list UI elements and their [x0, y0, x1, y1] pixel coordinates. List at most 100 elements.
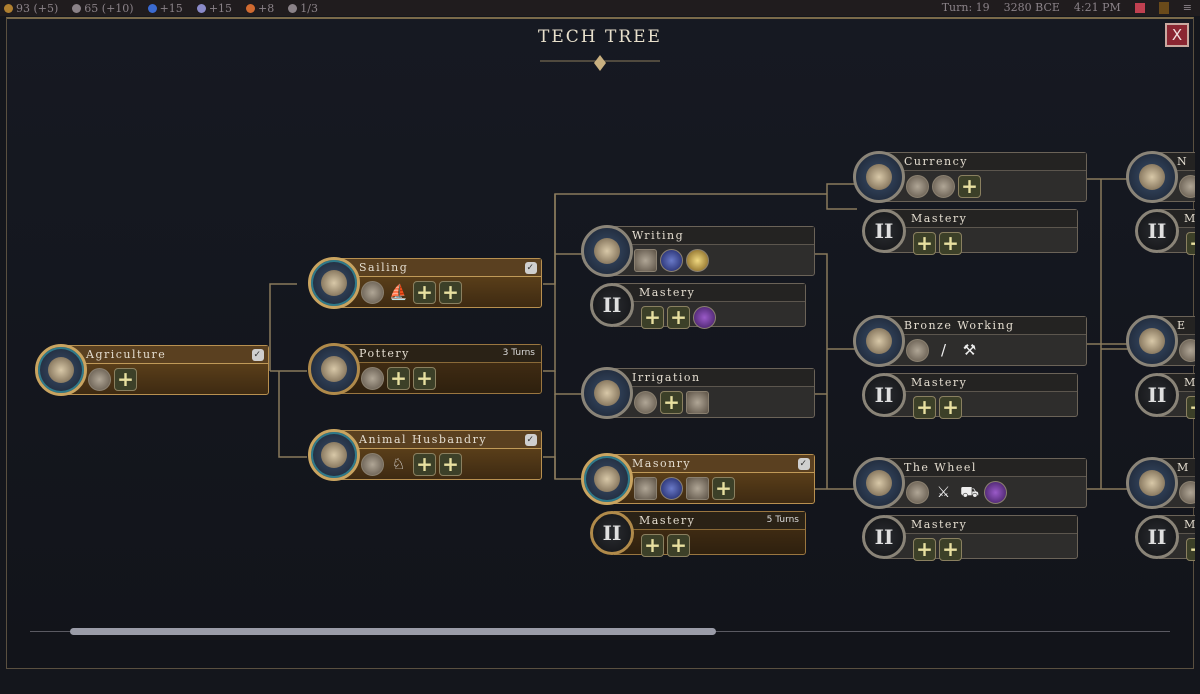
granary-icon[interactable] — [88, 368, 111, 391]
plus-icon[interactable]: + — [712, 477, 735, 500]
tech-card[interactable]: Masonry ✓ + — [607, 454, 815, 504]
chariot-icon[interactable]: ⚔ — [936, 483, 951, 501]
farm-icon[interactable] — [634, 391, 657, 414]
pasture-icon[interactable] — [361, 453, 384, 476]
plus-icon[interactable]: + — [913, 232, 936, 255]
plus-icon[interactable]: + — [939, 538, 962, 561]
plus-icon[interactable]: + — [939, 396, 962, 419]
menu-icon[interactable]: ≡ — [1182, 1, 1192, 14]
mastery-numeral-icon[interactable]: II — [590, 283, 634, 327]
plus-icon[interactable]: + — [413, 453, 436, 476]
tech-node-m-tech[interactable]: M — [1126, 457, 1195, 509]
wonder-icon[interactable] — [984, 481, 1007, 504]
tech-card[interactable]: Animal Husbandry ✓ ♘++ — [334, 430, 542, 480]
tech-node-currency[interactable]: Currency + — [853, 151, 1087, 203]
agriculture-tech-icon[interactable] — [35, 344, 87, 396]
horizontal-scrollbar[interactable] — [30, 628, 1170, 636]
market-icon[interactable] — [906, 175, 929, 198]
plus-icon[interactable]: + — [667, 306, 690, 329]
tech-node-n-tech[interactable]: N — [1126, 151, 1195, 203]
tech-node-the-wheel-mastery[interactable]: II Mastery ++ — [862, 515, 1078, 561]
plus-icon[interactable]: + — [641, 306, 664, 329]
notification-icon[interactable] — [1134, 2, 1145, 13]
help-icon[interactable] — [1158, 1, 1169, 14]
tech-card[interactable]: Agriculture ✓ + — [61, 345, 269, 395]
mastery-numeral-icon[interactable]: II — [1135, 209, 1179, 253]
tech-card[interactable]: Mastery 5 Turns ++ — [614, 511, 806, 557]
tech-card[interactable]: Mastery ++ — [886, 209, 1078, 255]
mastery-numeral-icon[interactable]: II — [1135, 373, 1179, 417]
mastery-numeral-icon[interactable]: II — [862, 373, 906, 417]
plus-icon[interactable]: + — [413, 367, 436, 390]
sailing-tech-icon[interactable] — [308, 257, 360, 309]
tech-card[interactable]: Writing — [607, 226, 815, 276]
tech-card[interactable]: Irrigation + — [607, 368, 815, 418]
pottery-building-icon[interactable] — [361, 367, 384, 390]
plus-icon[interactable]: + — [439, 281, 462, 304]
scrollbar-thumb[interactable] — [70, 628, 716, 635]
tech-node-bronze-working-mastery[interactable]: II Mastery ++ — [862, 373, 1078, 419]
plus-icon[interactable]: + — [913, 396, 936, 419]
masonry-tech-icon[interactable] — [581, 453, 633, 505]
plus-icon[interactable]: + — [439, 453, 462, 476]
temple-icon[interactable] — [686, 477, 709, 500]
plus-icon[interactable]: + — [1186, 538, 1195, 561]
tech-node-irrigation[interactable]: Irrigation + — [581, 367, 815, 419]
wall-icon[interactable] — [634, 477, 657, 500]
currency-tech-icon[interactable] — [853, 151, 905, 203]
tech-node-pottery[interactable]: Pottery 3 Turns ++ — [308, 343, 542, 395]
tech-node-bronze-working[interactable]: Bronze Working /⚒ — [853, 315, 1087, 367]
tech-card[interactable]: Bronze Working /⚒ — [879, 316, 1087, 366]
plus-icon[interactable]: + — [114, 368, 137, 391]
tech-card[interactable]: The Wheel ⚔⛟ — [879, 458, 1087, 508]
workshop-icon[interactable] — [1179, 481, 1195, 504]
tech-node-m-mastery[interactable]: II M + — [1135, 515, 1195, 561]
mastery-numeral-icon[interactable]: II — [862, 209, 906, 253]
pottery-tech-icon[interactable] — [308, 343, 360, 395]
cart-icon[interactable]: ⛟ — [960, 483, 979, 501]
spear-icon[interactable]: / — [940, 341, 947, 359]
plus-icon[interactable]: + — [1186, 232, 1195, 255]
plus-icon[interactable]: + — [641, 534, 664, 557]
tech-node-n-mastery[interactable]: II M + — [1135, 209, 1195, 255]
plus-icon[interactable]: + — [958, 175, 981, 198]
tech-node-writing[interactable]: Writing — [581, 225, 815, 277]
tech-card[interactable]: Pottery 3 Turns ++ — [334, 344, 542, 394]
bronze-working-tech-icon[interactable] — [853, 315, 905, 367]
mastery-numeral-icon[interactable]: II — [590, 511, 634, 555]
plus-icon[interactable]: + — [667, 534, 690, 557]
garden-icon[interactable] — [686, 391, 709, 414]
galley-icon[interactable]: ⛵ — [389, 283, 408, 301]
tech-card[interactable]: Mastery ++ — [614, 283, 806, 329]
axe-icon[interactable]: ⚒ — [962, 341, 977, 359]
library-icon[interactable] — [634, 249, 657, 272]
tech-node-currency-mastery[interactable]: II Mastery ++ — [862, 209, 1078, 255]
harbor-icon[interactable] — [361, 281, 384, 304]
wonder-icon[interactable] — [693, 306, 716, 329]
tech-card[interactable]: Currency + — [879, 152, 1087, 202]
tech-node-the-wheel[interactable]: The Wheel ⚔⛟ — [853, 457, 1087, 509]
lightbulb-icon[interactable] — [686, 249, 709, 272]
tech-card[interactable]: Sailing ✓ ⛵++ — [334, 258, 542, 308]
horse-resource-icon[interactable]: ♘ — [391, 455, 406, 473]
workshop-icon[interactable] — [906, 481, 929, 504]
barracks-icon[interactable] — [1179, 339, 1195, 362]
mastery-numeral-icon[interactable]: II — [1135, 515, 1179, 559]
writing-tech-icon[interactable] — [581, 225, 633, 277]
plus-icon[interactable]: + — [387, 367, 410, 390]
plus-icon[interactable]: + — [413, 281, 436, 304]
tech-tree-canvas[interactable]: Agriculture ✓ + Sailing ✓ ⛵++ Pottery 3 … — [7, 19, 1195, 694]
irrigation-tech-icon[interactable] — [581, 367, 633, 419]
bazaar-icon[interactable] — [932, 175, 955, 198]
monument-icon[interactable] — [660, 477, 683, 500]
plus-icon[interactable]: + — [660, 391, 683, 414]
n-tech-tech-icon[interactable] — [1126, 151, 1178, 203]
tech-node-animal-husbandry[interactable]: Animal Husbandry ✓ ♘++ — [308, 429, 542, 481]
e-tech-tech-icon[interactable] — [1126, 315, 1178, 367]
plus-icon[interactable]: + — [939, 232, 962, 255]
tech-node-sailing[interactable]: Sailing ✓ ⛵++ — [308, 257, 542, 309]
tech-node-masonry-mastery[interactable]: II Mastery 5 Turns ++ — [590, 511, 806, 557]
close-button[interactable]: X — [1165, 23, 1189, 47]
tech-node-writing-mastery[interactable]: II Mastery ++ — [590, 283, 806, 329]
plus-icon[interactable]: + — [1186, 396, 1195, 419]
